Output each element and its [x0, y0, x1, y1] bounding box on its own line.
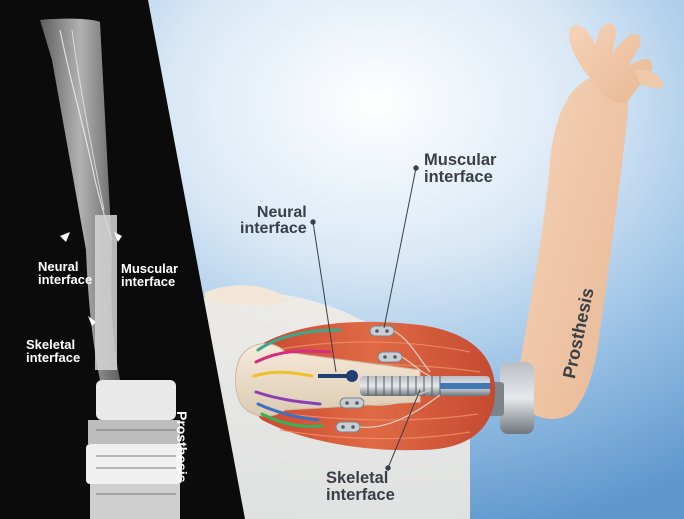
xray-label-neural: Neural interface — [38, 260, 92, 286]
label-muscular-interface: Muscular interface — [424, 152, 496, 185]
prosthesis-socket — [500, 362, 534, 434]
xray-label-skeletal: Skeletal interface — [26, 338, 80, 364]
xray-prosthesis — [86, 380, 182, 519]
xray-label-prosthesis: Prosthesis — [174, 411, 190, 483]
label-skeletal-interface: Skeletal interface — [326, 470, 395, 503]
xray-implant — [95, 215, 117, 370]
label-neural-interface: Neural interface — [240, 205, 307, 237]
xray-label-muscular: Muscular interface — [121, 262, 178, 288]
implant-conductor — [440, 383, 490, 389]
neural-electrode — [346, 370, 358, 382]
